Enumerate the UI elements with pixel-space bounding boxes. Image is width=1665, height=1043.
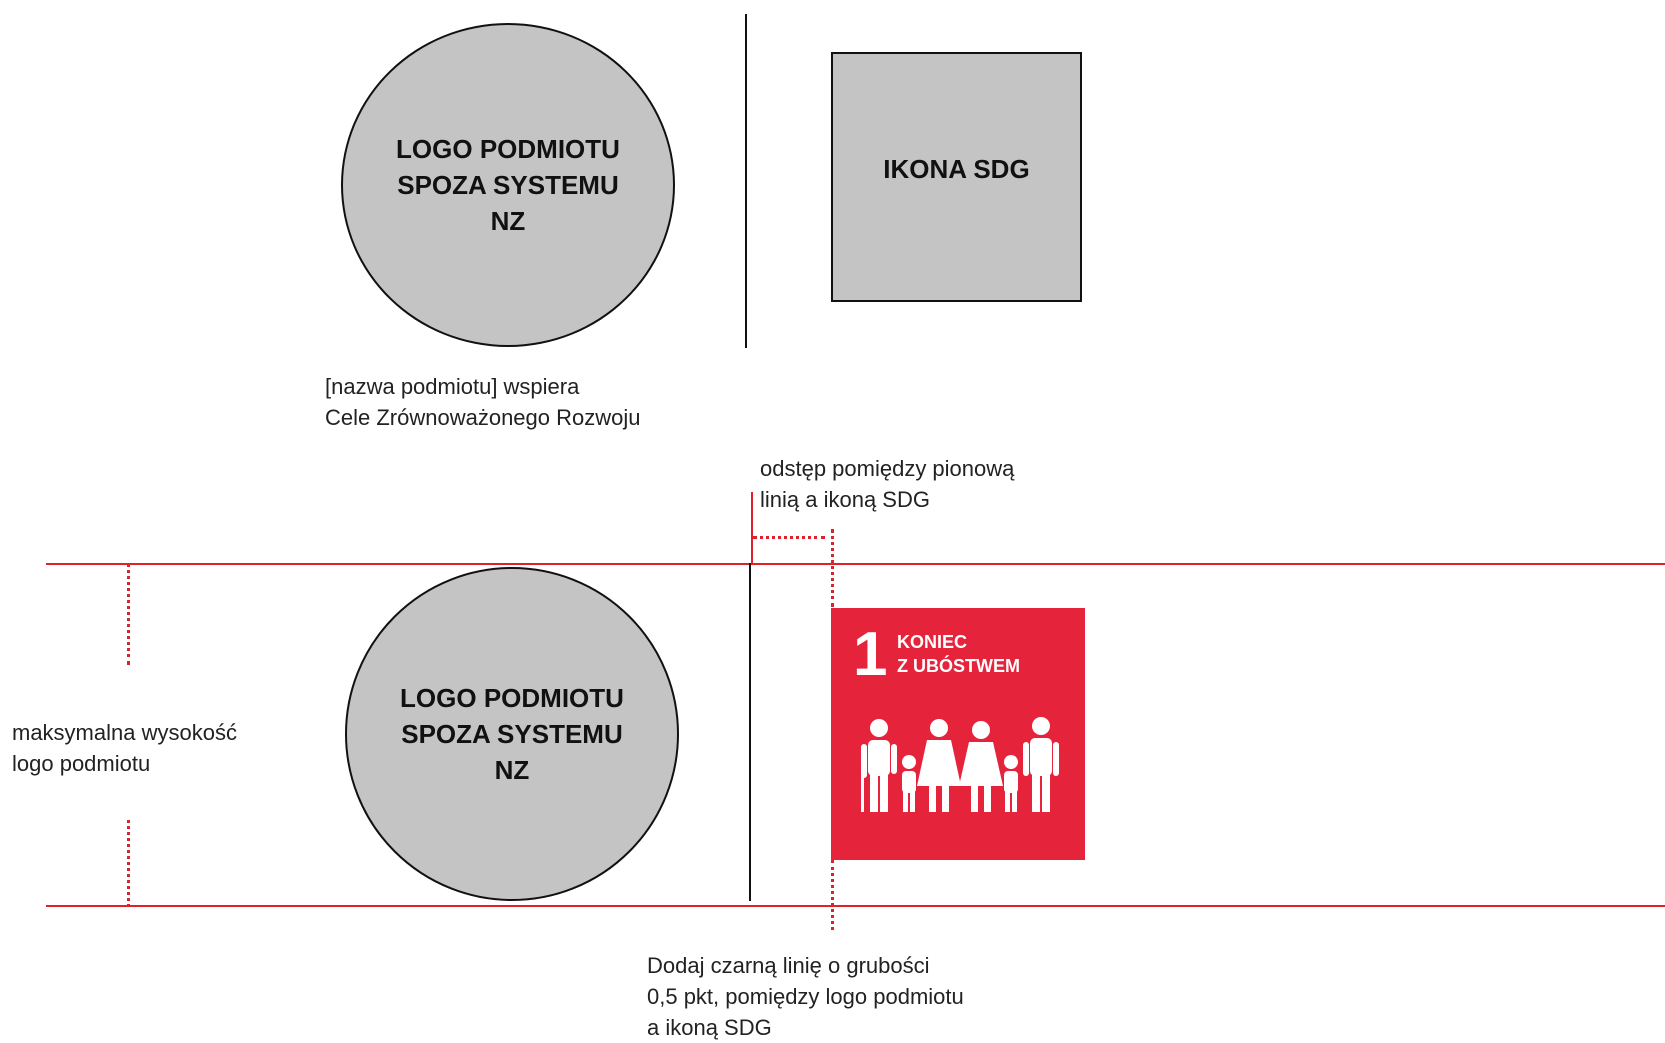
sdg-title: KONIEC Z UBÓSTWEM bbox=[897, 632, 1020, 676]
entity-logo-placeholder-bottom: LOGO PODMIOTU SPOZA SYSTEMU NZ bbox=[345, 567, 679, 901]
sdg-alignment-guide-lower bbox=[831, 860, 834, 930]
support-caption: [nazwa podmiotu] wspiera Cele Zrównoważo… bbox=[325, 374, 641, 430]
height-indicator-lower bbox=[127, 820, 130, 907]
logo-placeholder-text: LOGO PODMIOTU SPOZA SYSTEMU NZ bbox=[400, 683, 624, 785]
spacing-marker-line bbox=[751, 492, 753, 564]
family-icon bbox=[861, 717, 1059, 812]
sdg-1-icon: 1 KONIEC Z UBÓSTWEM bbox=[831, 608, 1085, 860]
sdg-icon-placeholder: IKONA SDG bbox=[831, 52, 1082, 302]
sdg-number: 1 bbox=[853, 620, 888, 689]
max-height-note: maksymalna wysokość logo podmiotu bbox=[12, 720, 237, 776]
spacing-note: odstęp pomiędzy pionową linią a ikoną SD… bbox=[760, 456, 1015, 512]
max-height-guide-top bbox=[46, 563, 1665, 565]
max-height-guide-bottom bbox=[46, 905, 1665, 907]
divider-line-top bbox=[745, 14, 747, 348]
entity-logo-placeholder-top: LOGO PODMIOTU SPOZA SYSTEMU NZ bbox=[341, 23, 675, 347]
logo-placeholder-text: LOGO PODMIOTU SPOZA SYSTEMU NZ bbox=[396, 134, 620, 236]
sdg-placeholder-label: IKONA SDG bbox=[883, 154, 1030, 184]
sdg-alignment-guide-upper bbox=[831, 529, 834, 607]
height-indicator-upper bbox=[127, 563, 130, 665]
spacing-indicator bbox=[753, 536, 825, 539]
divider-line-note: Dodaj czarną linię o grubości 0,5 pkt, p… bbox=[647, 953, 964, 1040]
divider-line-bottom bbox=[749, 563, 751, 901]
